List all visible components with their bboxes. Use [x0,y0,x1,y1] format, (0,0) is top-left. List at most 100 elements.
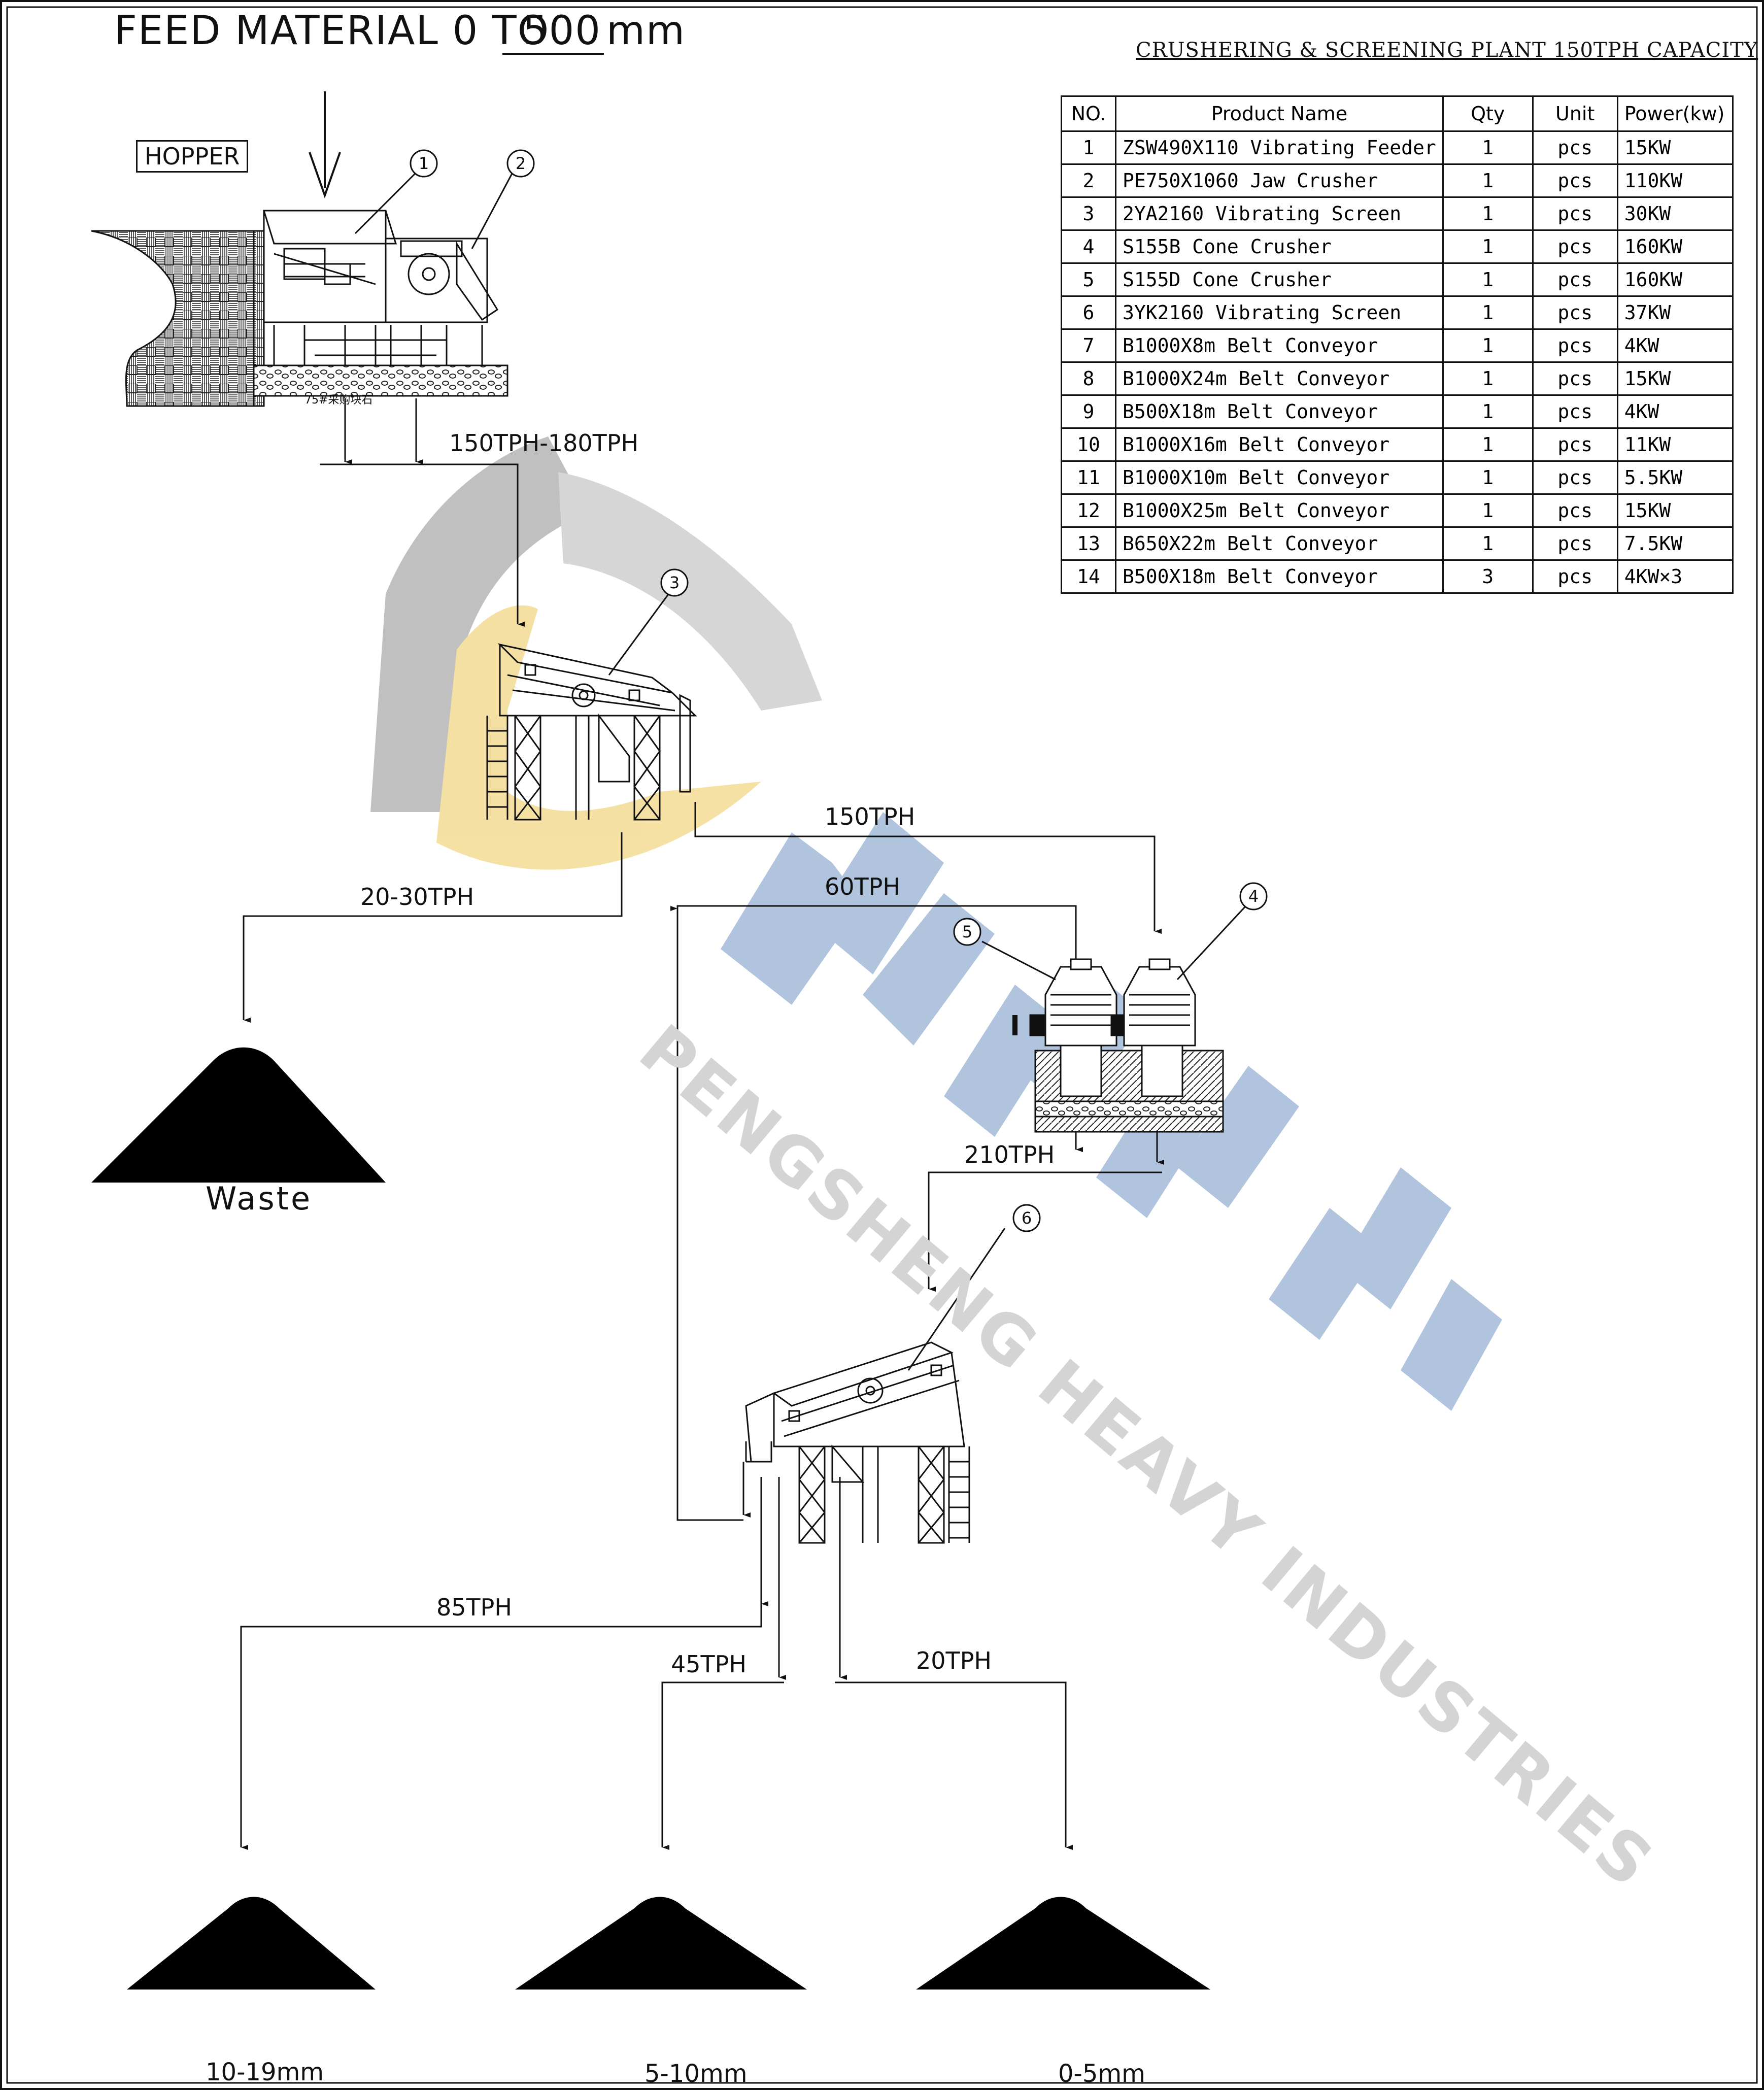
cell-product-name: B1000X25m Belt Conveyor [1115,493,1444,528]
cell-power: 11KW [1616,427,1734,462]
cell-qty: 1 [1442,295,1534,330]
feeder-and-jaw-crusher-drawing [91,91,514,464]
flow-to-cone-b: 150TPH [825,803,915,830]
cell-qty: 1 [1442,427,1534,462]
cell-qty: 1 [1442,196,1534,231]
header-no: NO. [1061,95,1116,132]
cell-product-name: ZSW490X110 Vibrating Feeder [1115,130,1444,165]
cell-no: 4 [1061,229,1116,264]
cell-product-name: PE750X1060 Jaw Crusher [1115,163,1444,198]
cell-no: 3 [1061,196,1116,231]
ground-stamp-text: 75#采购块石 [304,394,373,407]
cell-no: 13 [1061,526,1116,561]
pile-waste [91,1047,386,1183]
cell-unit: pcs [1532,493,1618,528]
cell-unit: pcs [1532,526,1618,561]
cell-unit: pcs [1532,559,1618,594]
callout-4: 4 [1248,887,1259,906]
logo-yellow-arc [436,605,761,870]
cell-no: 8 [1061,361,1116,396]
cell-product-name: B1000X10m Belt Conveyor [1115,460,1444,495]
cell-unit: pcs [1532,130,1618,165]
cell-unit: pcs [1532,196,1618,231]
stockpiles [91,1047,1210,1990]
cell-power: 37KW [1616,295,1734,330]
callout-2: 2 [515,154,526,173]
pile-label-coarse: 10-19mm [206,2058,324,2086]
pile-fine [916,1897,1210,1990]
feed-material-unit: mm [606,8,686,54]
cell-qty: 1 [1442,361,1534,396]
feed-material-label: FEED MATERIAL 0 TO [114,8,550,54]
header-unit: Unit [1532,95,1618,132]
cell-power: 4KW [1616,328,1734,363]
cell-product-name: S155B Cone Crusher [1115,229,1444,264]
vibrating-screen-3-drawing [486,588,697,821]
flow-primary: 150TPH-180TPH [449,429,639,457]
logo-gray-arc-2 [558,472,822,711]
cell-unit: pcs [1532,427,1618,462]
pile-coarse [127,1897,376,1990]
callout-6: 6 [1021,1208,1032,1228]
callout-5: 5 [962,922,973,941]
flow-coarse: 85TPH [436,1594,512,1621]
callout-circles [410,149,1268,1232]
cell-product-name: B1000X24m Belt Conveyor [1115,361,1444,396]
cell-power: 160KW [1616,262,1734,297]
cell-power: 160KW [1616,229,1734,264]
flow-fine: 20TPH [916,1647,992,1674]
callout-4-circle [1239,882,1268,911]
cell-product-name: S155D Cone Crusher [1115,262,1444,297]
cell-no: 1 [1061,130,1116,165]
cell-product-name: 2YA2160 Vibrating Screen [1115,196,1444,231]
cell-power: 7.5KW [1616,526,1734,561]
pile-medium [515,1897,807,1990]
cell-no: 2 [1061,163,1116,198]
flow-return: 60TPH [825,873,900,900]
vibrating-screen-6-drawing [745,1228,1006,1544]
callout-5-circle [953,918,981,946]
cell-unit: pcs [1532,163,1618,198]
cone-crushers-4-5-drawing [981,905,1247,1133]
cell-qty: 1 [1442,229,1534,264]
cell-power: 15KW [1616,493,1734,528]
cell-qty: 1 [1442,163,1534,198]
cell-unit: pcs [1532,295,1618,330]
callout-6-circle [1012,1204,1041,1232]
cell-product-name: B1000X16m Belt Conveyor [1115,427,1444,462]
cell-product-name: 3YK2160 Vibrating Screen [1115,295,1444,330]
flow-medium: 45TPH [671,1650,747,1678]
callout-3-circle [660,568,689,597]
cell-power: 30KW [1616,196,1734,231]
pile-label-medium: 5-10mm [644,2060,748,2088]
cell-no: 5 [1061,262,1116,297]
cell-qty: 1 [1442,328,1534,363]
callout-2-circle [506,149,535,178]
cell-no: 9 [1061,394,1116,429]
cell-unit: pcs [1532,394,1618,429]
cell-power: 15KW [1616,361,1734,396]
cell-product-name: B500X18m Belt Conveyor [1115,559,1444,594]
cell-power: 4KW×3 [1616,559,1734,594]
watermark-logo [370,436,822,870]
flow-to-waste: 20-30TPH [360,883,474,911]
flow-cone-out: 210TPH [964,1141,1055,1168]
callout-3: 3 [669,573,680,592]
cell-power: 4KW [1616,394,1734,429]
cell-power: 15KW [1616,130,1734,165]
cell-no: 7 [1061,328,1116,363]
cell-qty: 1 [1442,262,1534,297]
cell-qty: 1 [1442,493,1534,528]
cell-product-name: B650X22m Belt Conveyor [1115,526,1444,561]
